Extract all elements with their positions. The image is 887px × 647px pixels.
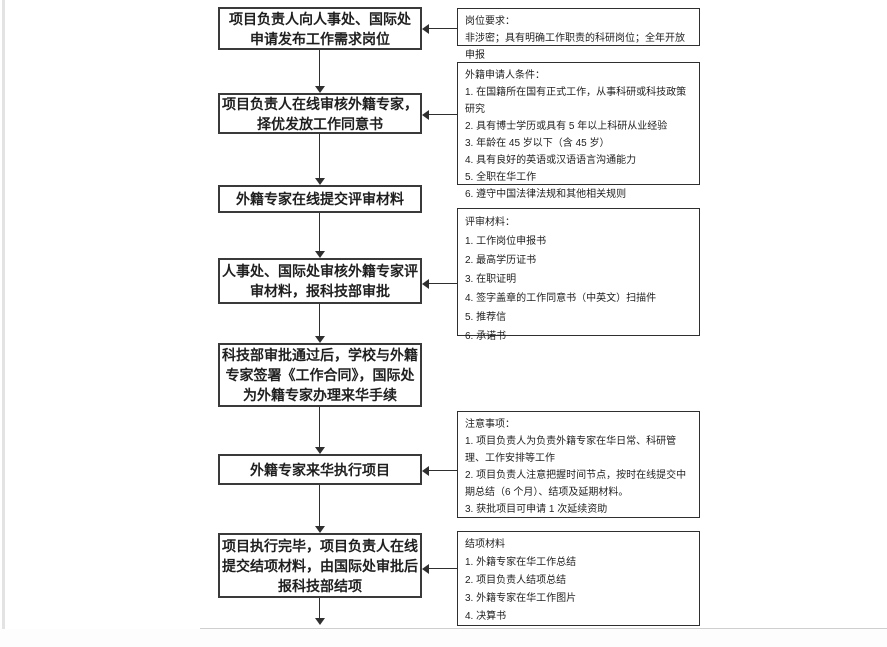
down-arrow [313,134,326,185]
arrow-line [319,485,320,527]
flow-step-execute-project: 外籍专家来华执行项目 [218,454,422,485]
side-box-item: 6. 遵守中国法律法规和其他相关规则 [465,189,627,200]
side-box-item: 4. 决算书 [465,611,507,622]
side-box-item: 2. 具有博士学历或具有 5 年以上科研从业经验 [465,121,668,132]
arrow-head-down-icon [315,618,325,625]
arrow-head-left-icon [422,110,429,120]
side-box-item: 1. 项目负责人为负责外籍专家在华日常、科研管理、工作安排等工作 [465,436,677,464]
side-box-item: 1. 外籍专家在华工作总结 [465,557,577,568]
flow-step-review-experts: 项目负责人在线审核外籍专家， 择优发放工作同意书 [218,93,422,134]
left-arrow [422,108,457,121]
down-arrow [313,304,326,343]
side-box-item: 4. 具有良好的英语或汉语语言沟通能力 [465,155,637,166]
side-box-item: 3. 在职证明 [465,274,517,285]
side-box-item: 2. 项目负责人注意把握时间节点，按时在线提交中期总结（6 个月）、结项及延期材… [465,470,687,498]
page-edge-left [2,0,5,629]
side-box-item: 2. 项目负责人结项总结 [465,575,567,586]
side-box-closure-materials: 结项材料 1. 外籍专家在华工作总结 2. 项目负责人结项总结 3. 外籍专家在… [457,531,700,626]
side-box-item: 3. 年龄在 45 岁以下（含 45 岁） [465,138,610,149]
arrow-head-down-icon [315,251,325,258]
arrow-line [428,28,457,29]
arrow-head-down-icon [315,178,325,185]
down-arrow [313,407,326,454]
arrow-head-left-icon [422,466,429,476]
arrow-line [319,134,320,179]
arrow-head-down-icon [315,86,325,93]
side-box-item: 1. 在国籍所在国有正式工作，从事科研或科技政策研究 [465,87,687,115]
arrow-head-left-icon [422,564,429,574]
arrow-line [319,304,320,337]
arrow-head-down-icon [315,447,325,454]
arrow-line [428,283,457,284]
down-arrow [313,485,326,533]
side-box-item: 2. 最高学历证书 [465,255,537,266]
down-arrow [313,213,326,258]
arrow-line [428,114,457,115]
arrow-head-left-icon [422,24,429,34]
side-box-item: 1. 工作岗位申报书 [465,236,547,247]
side-box-item: 3. 外籍专家在华工作图片 [465,593,577,604]
side-box-item: 6. 承诺书 [465,331,507,342]
side-box-item: 4. 签字盖章的工作同意书（中英文）扫描件 [465,293,657,304]
flow-step-sign-contract: 科技部审批通过后，学校与外籍 专家签署《工作合同》，国际处 为外籍专家办理来华手… [218,343,422,407]
down-arrow [313,50,326,93]
arrow-line [319,598,320,619]
side-box-item: 5. 推荐信 [465,312,507,323]
arrow-head-left-icon [422,279,429,289]
left-arrow [422,22,457,35]
side-box-review-materials: 评审材料： 1. 工作岗位申报书 2. 最高学历证书 3. 在职证明 4. 签字… [457,208,700,342]
left-arrow [422,562,457,575]
page-break-line [200,628,887,629]
flow-step-submit-materials: 外籍专家在线提交评审材料 [218,185,422,213]
flow-step-offices-review: 人事处、国际处审核外籍专家评 审材料，报科技部审批 [218,258,422,304]
down-arrow [313,598,326,625]
arrow-head-down-icon [315,526,325,533]
side-box-title: 岗位要求： [465,16,515,27]
arrow-line [428,568,457,569]
side-box-applicant-conditions: 外籍申请人条件： 1. 在国籍所在国有正式工作，从事科研或科技政策研究 2. 具… [457,62,700,200]
left-arrow [422,464,457,477]
arrow-line [319,50,320,87]
side-box-item: 3. 获批项目可申请 1 次延续资助 [465,504,608,515]
left-arrow [422,277,457,290]
side-box-title: 外籍申请人条件： [465,70,545,81]
side-box-title: 注意事项： [465,419,515,430]
side-box-item: 5. 全职在华工作 [465,172,537,183]
side-box-item: 非涉密；具有明确工作职责的科研岗位；全年开放申报 [465,33,685,61]
flow-step-request-position: 项目负责人向人事处、国际处 申请发布工作需求岗位 [218,7,422,50]
arrow-line [319,213,320,252]
flow-step-project-closure: 项目执行完毕，项目负责人在线 提交结项材料，由国际处审批后 报科技部结项 [218,533,422,598]
side-box-title: 评审材料： [465,217,515,228]
page-area-below-break [0,629,887,647]
arrow-line [319,407,320,448]
arrow-head-down-icon [315,336,325,343]
side-box-title: 结项材料 [465,539,505,550]
side-box-position-requirements: 岗位要求： 非涉密；具有明确工作职责的科研岗位；全年开放申报 [457,8,700,61]
side-box-notes: 注意事项： 1. 项目负责人为负责外籍专家在华日常、科研管理、工作安排等工作 2… [457,411,700,518]
arrow-line [428,470,457,471]
